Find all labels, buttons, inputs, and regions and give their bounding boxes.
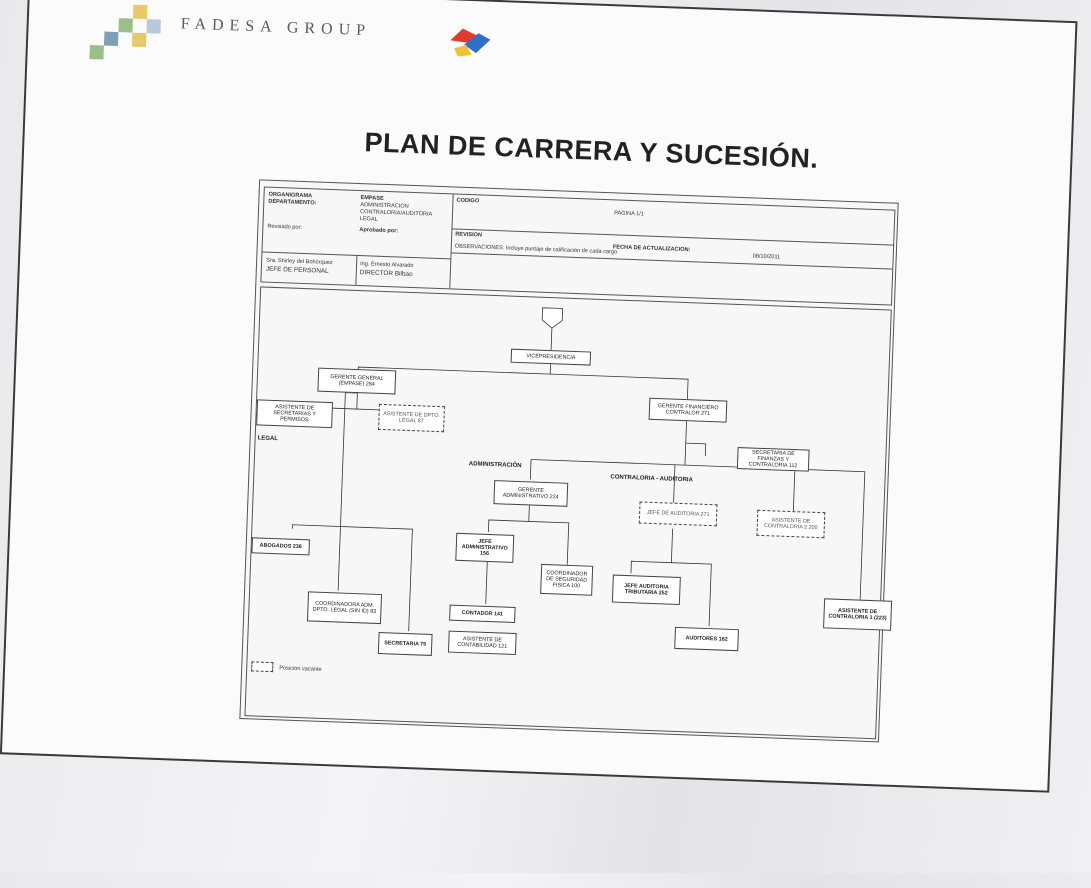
org-document: ORGANIGRAMA DEPARTAMENTO: EMPASE ADMINIS…: [239, 179, 899, 743]
node-asistente-dpto-legal: ASISTENTE DE DPTO. LEGAL 87: [378, 403, 445, 433]
aprobado-label: Aprobado por:: [359, 227, 399, 235]
node-jefe-auditoria-tributaria: JEFE AUDITORIA TRIBUTARIA 252: [611, 574, 681, 606]
revisado-title: JEFE DE PERSONAL: [265, 265, 329, 275]
node-asistente-contraloria-1: ASISTENTE DE CONTRALORIA 1 (223): [823, 598, 893, 631]
revision-label: REVISION: [455, 231, 483, 239]
slide-frame: FADESA GROUP PLAN DE CARRERA Y SUCESIÓN.…: [0, 0, 1078, 793]
pagina-label: PAGINA 1/1: [614, 210, 644, 218]
node-gerente-administrativo: GERENTE ADMINISTRATIVO 224: [493, 480, 569, 507]
revisado-label: Revisado por:: [267, 223, 303, 231]
node-jefe-administrativo: JEFE ADMINISTRATIVO 156: [455, 532, 515, 563]
slide-title: PLAN DE CARRERA Y SUCESIÓN.: [364, 127, 819, 174]
node-auditores: AUDITORES 162: [674, 626, 739, 652]
fadesa-logo-icon: [450, 28, 491, 57]
aprobado-title: DIRECTOR Bilbao: [359, 269, 413, 279]
logo-squares-icon: [82, 0, 174, 60]
empresa-value: EMPASE: [360, 195, 384, 202]
org-chart: VICEPRESIDENCIA GERENTE GENERAL (EMPASE)…: [244, 286, 893, 740]
fecha-value: 08/10/2011: [752, 253, 781, 261]
node-coordinadora-legal: COORDINADORA ADM. DPTO. LEGAL (SIN ID) 8…: [306, 591, 383, 625]
departamento-label: DEPARTAMENTO:: [268, 198, 317, 207]
node-jefe-auditoria: JEFE DE AUDITORIA 271: [638, 501, 718, 527]
codigo-label: CODIGO: [456, 197, 480, 205]
node-gerente-general: GERENTE GENERAL (EMPASE) 284: [317, 367, 397, 395]
legend-vacant-swatch: [251, 661, 274, 673]
node-asistente-secretarias: ASISTENTE DE SECRETARIAS Y PERMISOS: [256, 399, 334, 429]
fecha-label: FECHA DE ACTUALIZACION:: [612, 244, 691, 254]
label-legal: LEGAL: [257, 435, 279, 443]
revisado-name: Sra. Shirley del Bohórquez: [266, 257, 333, 267]
aprobado-name: Ing. Ernesto Alvarado: [359, 261, 414, 270]
node-secretaria-finanzas: SECRETARIA DE FINANZAS Y CONTRALORIA 112: [736, 447, 810, 472]
node-coordinador-seguridad: COORDINADOR DE SEGURIDAD FISICA 100: [540, 563, 594, 596]
brand-name: FADESA GROUP: [180, 15, 372, 40]
departamento-value-3: LEGAL: [359, 216, 378, 223]
node-secretaria: SECRETARIA 75: [377, 632, 433, 656]
doc-header: ORGANIGRAMA DEPARTAMENTO: EMPASE ADMINIS…: [260, 186, 896, 306]
node-abogados: ABOGADOS 236: [251, 537, 310, 556]
node-contador: CONTADOR 141: [449, 604, 516, 623]
node-gerente-financiero: GERENTE FINANCIERO CONTRALOR 271: [648, 397, 728, 423]
node-vicepresidencia: VICEPRESIDENCIA: [510, 348, 592, 366]
node-asistente-contraloria-2: ASISTENTE DE CONTRALORIA 2 200: [756, 509, 826, 539]
node-asistente-contabilidad: ASISTENTE DE CONTABILIDAD 121: [447, 630, 517, 656]
